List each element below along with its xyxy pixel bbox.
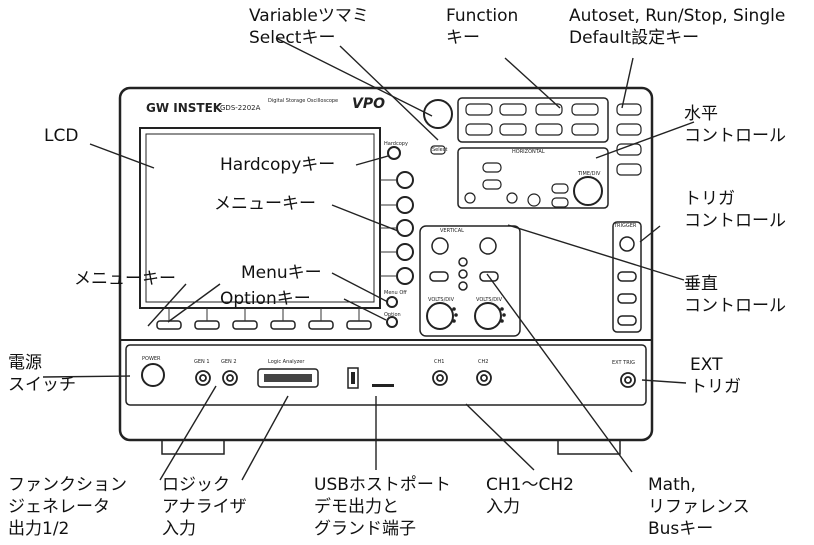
gen1-label: GEN 1 — [194, 359, 210, 365]
callout-function: Function キー — [446, 6, 519, 48]
power-label: POWER — [142, 356, 161, 362]
callout-vertical: 垂直 コントロール — [684, 274, 786, 316]
callout-ch-inputs: CH1～CH2 入力 — [486, 475, 574, 517]
side-menu-keys — [386, 146, 414, 328]
callout-usb: USBホストポート デモ出力と グランド端子 — [314, 475, 451, 539]
callout-horizontal: 水平 コントロール — [684, 104, 786, 146]
logic-analyzer-label: Logic Analyzer — [268, 359, 305, 365]
option-label: Option — [384, 312, 401, 318]
variable-knob — [423, 99, 453, 129]
function-keys — [465, 103, 599, 136]
lcd-screen — [139, 127, 381, 309]
callout-menu-keys-bottom: メニューキー — [74, 269, 176, 289]
vertical-label: VERTICAL — [440, 228, 464, 234]
ch1-label: CH1 — [434, 359, 445, 365]
callout-variable-select: Variableツマミ Selectキー — [249, 6, 369, 48]
time-div-knob — [573, 176, 603, 206]
callout-menu: Menuキー — [241, 263, 322, 283]
volts-div-label-1: VOLTS/DIV — [428, 297, 455, 303]
bottom-menu-keys — [156, 320, 372, 330]
power-switch — [141, 363, 165, 387]
select-label: Select — [432, 147, 448, 153]
callout-trigger: トリガ コントロール — [684, 189, 786, 231]
ch2-label: CH2 — [478, 359, 489, 365]
subtitle-text: Digital Storage Oscilloscope — [268, 98, 339, 104]
horizontal-block — [457, 147, 609, 209]
callout-power: 電源 スイッチ — [8, 353, 76, 395]
callout-hardcopy: Hardcopyキー — [220, 155, 336, 175]
logo-text: VPO — [352, 96, 385, 112]
hardcopy-label: Hardcopy — [384, 141, 408, 147]
horizontal-label: HORIZONTAL — [512, 149, 545, 155]
ext-trig-label: EXT TRIG — [612, 360, 636, 366]
callout-lcd: LCD — [44, 126, 79, 146]
time-div-label: TIME/DIV — [578, 171, 601, 177]
callout-math: Math, リファレンス Busキー — [648, 475, 750, 539]
bnc-connectors — [195, 370, 636, 388]
volts-div-knob-2 — [474, 302, 502, 330]
volts-div-knob-1 — [426, 302, 454, 330]
callout-option: Optionキー — [220, 289, 311, 309]
autoset-keys — [616, 103, 642, 176]
model-text: GDS-2202A — [220, 104, 261, 112]
gen2-label: GEN 2 — [221, 359, 237, 365]
callout-function-gen: ファンクション ジェネレータ 出力1/2 — [8, 475, 127, 539]
trigger-label: TRIGGER — [614, 223, 637, 229]
callout-autoset: Autoset, Run/Stop, Single Default設定キー — [569, 6, 786, 48]
scope-body — [118, 86, 654, 442]
brand-text: GW INSTEK — [146, 101, 223, 115]
callout-menu-keys-right: メニューキー — [214, 194, 316, 214]
vertical-block — [419, 225, 521, 337]
volts-div-label-2: VOLTS/DIV — [476, 297, 503, 303]
trigger-block — [612, 221, 642, 333]
callout-logic: ロジック アナライザ 入力 — [162, 475, 247, 539]
menu-off-label: Menu Off — [384, 290, 407, 296]
select-key — [430, 145, 446, 155]
callout-ext: EXT トリガ — [690, 355, 741, 397]
lower-panel — [125, 344, 647, 406]
